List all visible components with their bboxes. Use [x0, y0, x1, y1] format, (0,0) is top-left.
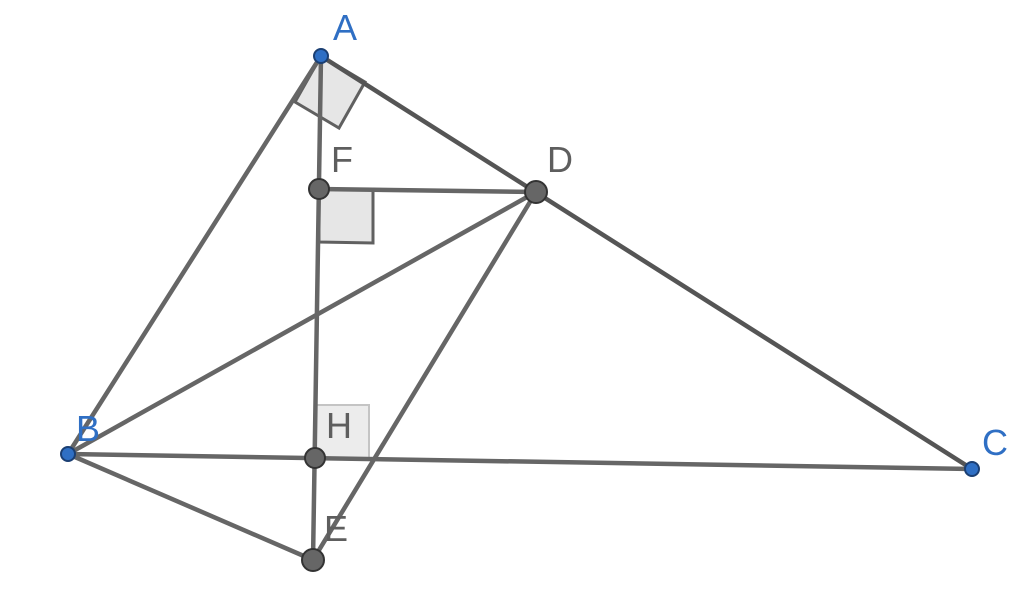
label-A: A: [333, 7, 357, 48]
label-F: F: [331, 139, 353, 180]
segment-AB: [65, 53, 324, 457]
label-B: B: [76, 408, 100, 449]
segment-DE: [310, 189, 539, 563]
segment-BD: [65, 189, 539, 457]
point-C[interactable]: [964, 461, 980, 477]
label-H: H: [326, 405, 352, 446]
point-A[interactable]: [313, 48, 329, 64]
right-angle-marker-A: [292, 53, 368, 131]
segment-AE: [310, 53, 324, 563]
segment-AC: [318, 53, 975, 472]
point-E[interactable]: [301, 548, 325, 572]
segment-BC: [65, 451, 975, 472]
label-D: D: [547, 139, 573, 180]
right-angle-marker-F: [317, 187, 375, 245]
point-D[interactable]: [524, 180, 548, 204]
label-C: C: [982, 422, 1008, 463]
segment-FD: [316, 186, 539, 195]
point-F[interactable]: [308, 178, 330, 200]
segment-BE: [65, 451, 316, 563]
point-B[interactable]: [60, 446, 76, 462]
point-H[interactable]: [304, 447, 326, 469]
label-E: E: [324, 508, 348, 549]
